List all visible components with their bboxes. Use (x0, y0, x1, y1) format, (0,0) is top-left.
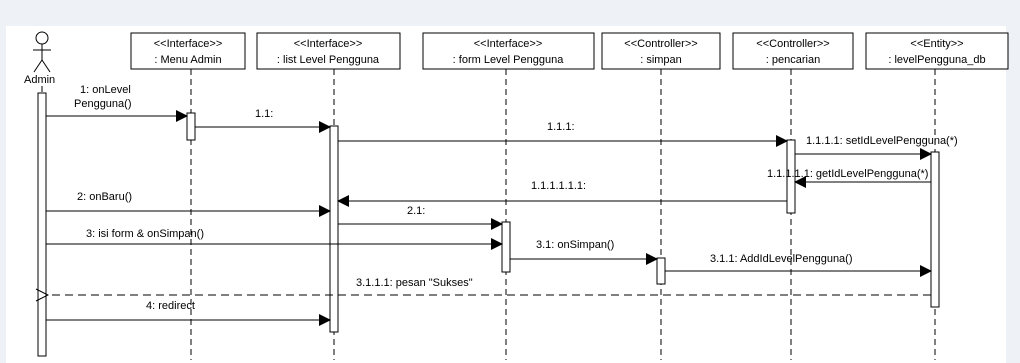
message-1-1-1-1-1-1: 1.1.1.1.1.1: (337, 180, 787, 207)
lifeline-stereotype: <<Interface>> (474, 38, 543, 50)
message-label: 1.1.1.1.1: getIdLevelPengguna(*) (767, 168, 928, 180)
message-2-1: 2.1: (338, 205, 503, 230)
lifeline-stereotype: <<Entity>> (910, 38, 963, 50)
activation-bar (37, 92, 47, 357)
message-label: 3.1.1.1: pesan "Sukses" (356, 277, 473, 289)
message-label: 2: onBaru() (77, 191, 132, 203)
message-label: 3.1.1: AddIdLevelPengguna() (710, 253, 853, 265)
message-1-1-1: 1.1.1: (338, 121, 788, 147)
message-label: 3.1: onSimpan() (536, 239, 614, 251)
message-3-1-1-1: 3.1.1.1: pesan "Sukses" (48, 277, 931, 295)
activation-bar (329, 125, 339, 333)
lifeline-name: : Menu Admin (154, 54, 221, 66)
lifeline-form-level-pengguna: <<Interface>> : form Level Pengguna (422, 32, 595, 70)
lifeline-name: : simpan (640, 54, 682, 66)
message-4: 4: redirect (46, 300, 331, 326)
lifeline-stereotype: <<Interface>> (154, 38, 223, 50)
message-label: 1.1.1: (547, 121, 575, 133)
lifeline-name: : levelPengguna_db (888, 54, 985, 66)
message-label: Pengguna() (74, 98, 132, 110)
message-1-1: 1.1: (195, 108, 331, 133)
lifeline-menu-admin: <<Interface>> : Menu Admin (130, 32, 246, 70)
lifeline-pencarian: <<Controller>> : pencarian (732, 32, 854, 70)
lifeline-name: : form Level Pengguna (453, 54, 565, 66)
lifeline-stereotype: <<Interface>> (294, 38, 363, 50)
activation-bar (656, 257, 666, 285)
message-1-1-1-1-1: 1.1.1.1.1: getIdLevelPengguna(*) (767, 168, 931, 188)
lifeline-stereotype: <<Controller>> (624, 38, 697, 50)
message-label: 1.1.1.1: setIdLevelPengguna(*) (806, 135, 958, 147)
message-1: 1: onLevel Pengguna() (46, 84, 188, 122)
message-label: 1: onLevel (80, 84, 131, 96)
lifeline-list-level-pengguna: <<Interface>> : list Level Pengguna (256, 32, 401, 70)
message-1-1-1-1: 1.1.1.1: setIdLevelPengguna(*) (795, 135, 958, 160)
message-3-1-1: 3.1.1: AddIdLevelPengguna() (665, 253, 932, 277)
lifeline-levelpengguna-db: <<Entity>> : levelPengguna_db (865, 32, 1009, 70)
activation-bar (186, 112, 196, 141)
lifeline-name: : list Level Pengguna (277, 54, 380, 66)
actor-label: Admin (24, 74, 55, 86)
message-label: 1.1.1.1.1.1: (531, 180, 586, 192)
lifeline-name: : pencarian (766, 54, 820, 66)
activation-bar (930, 151, 940, 308)
message-label: 4: redirect (146, 300, 195, 312)
message-2: 2: onBaru() (46, 191, 331, 217)
message-label: 2.1: (407, 205, 425, 217)
message-3: 3: isi form & onSimpan() (46, 228, 503, 250)
actor-admin: Admin (24, 31, 55, 86)
lifeline-simpan: <<Controller>> : simpan (601, 32, 721, 70)
message-3-1: 3.1: onSimpan() (510, 239, 658, 265)
activation-bar (501, 221, 511, 273)
message-label: 3: isi form & onSimpan() (86, 228, 204, 240)
stick-figure-icon (33, 31, 51, 73)
lifeline-stereotype: <<Controller>> (756, 38, 829, 50)
message-label: 1.1: (255, 108, 273, 120)
